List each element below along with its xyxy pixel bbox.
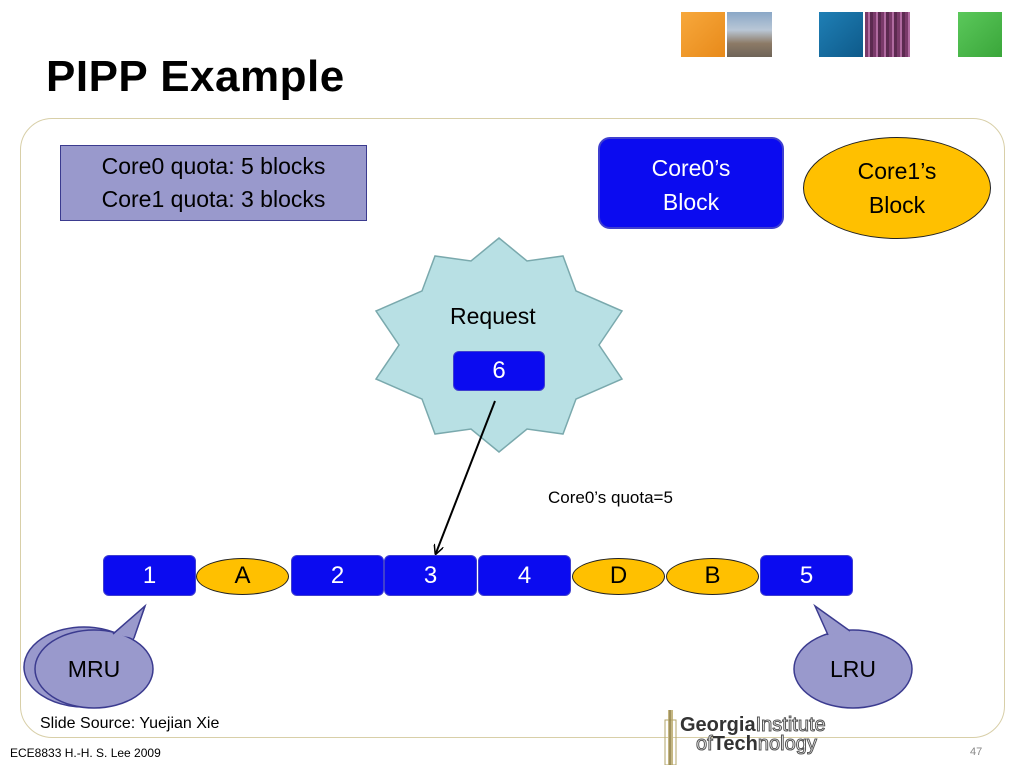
header-image-5 [958,12,1002,57]
logo-nology: nology [757,733,817,755]
quota-line-core0: Core0 quota: 5 blocks [101,153,326,179]
insert-arrow [436,400,496,553]
logo-tech: Tech [712,733,758,755]
legend-core0-line2: Block [662,189,720,215]
mru-ellipse [34,629,154,709]
request-star [374,237,624,453]
stack-block-1: 1 [103,555,196,596]
stack-block-a: A [196,558,289,595]
mru-label: MRU [67,656,121,682]
quota-note: Core0’s quota=5 [548,488,673,507]
lru-label: LRU [829,656,876,682]
legend-core0-block: Core0’s Block [598,137,784,229]
header-image-3 [819,12,863,57]
slide-footer: ECE8833 H.-H. S. Lee 2009 [10,746,161,760]
stack-block-5: 5 [760,555,853,596]
stack-block-d: D [572,558,665,595]
tech-tower-icon [664,710,677,765]
logo-institute: Institute [755,714,826,736]
logo-of: of [696,733,714,755]
legend-core1-block: Core1’s Block [803,137,991,239]
legend-core1-line2: Block [868,192,926,218]
stack-block-b: B [666,558,759,595]
stack-block-3: 3 [384,555,477,596]
slide-title: PIPP Example [46,52,345,101]
request-label: Request [450,303,536,329]
stack-block-4: 4 [478,555,571,596]
header-image-1 [681,12,725,57]
request-block: 6 [453,351,545,391]
content-frame [20,118,1005,738]
legend-core1-line1: Core1’s [857,158,937,184]
georgia-tech-logo: GeorgiaInstitute ofTechnology [660,710,870,765]
logo-georgia: Georgia [680,714,756,736]
stack-block-2: 2 [291,555,384,596]
quota-line-core1: Core1 quota: 3 blocks [101,186,326,212]
slide-source: Slide Source: Yuejian Xie [40,715,220,732]
lru-ellipse [793,629,913,709]
page-number: 47 [970,746,983,758]
header-image-2 [727,12,772,57]
legend-core0-line1: Core0’s [651,155,731,181]
header-image-4 [865,12,910,57]
quota-box: Core0 quota: 5 blocks Core1 quota: 3 blo… [60,145,367,221]
